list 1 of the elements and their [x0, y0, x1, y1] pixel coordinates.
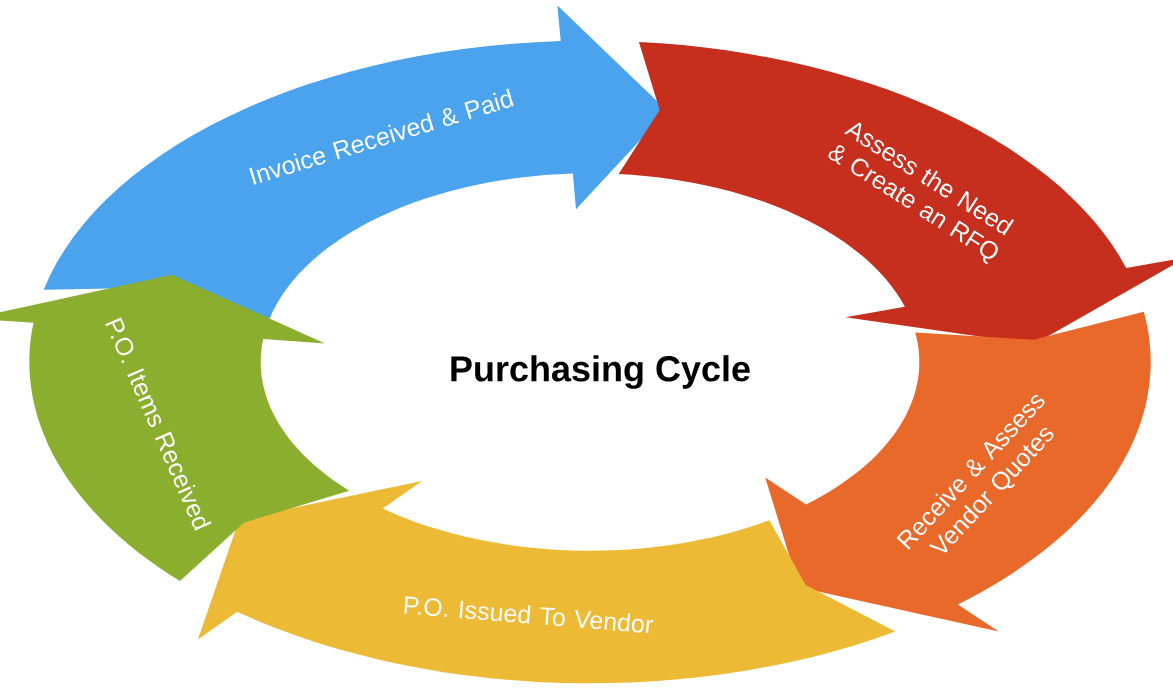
title: Purchasing Cycle [451, 355, 750, 389]
